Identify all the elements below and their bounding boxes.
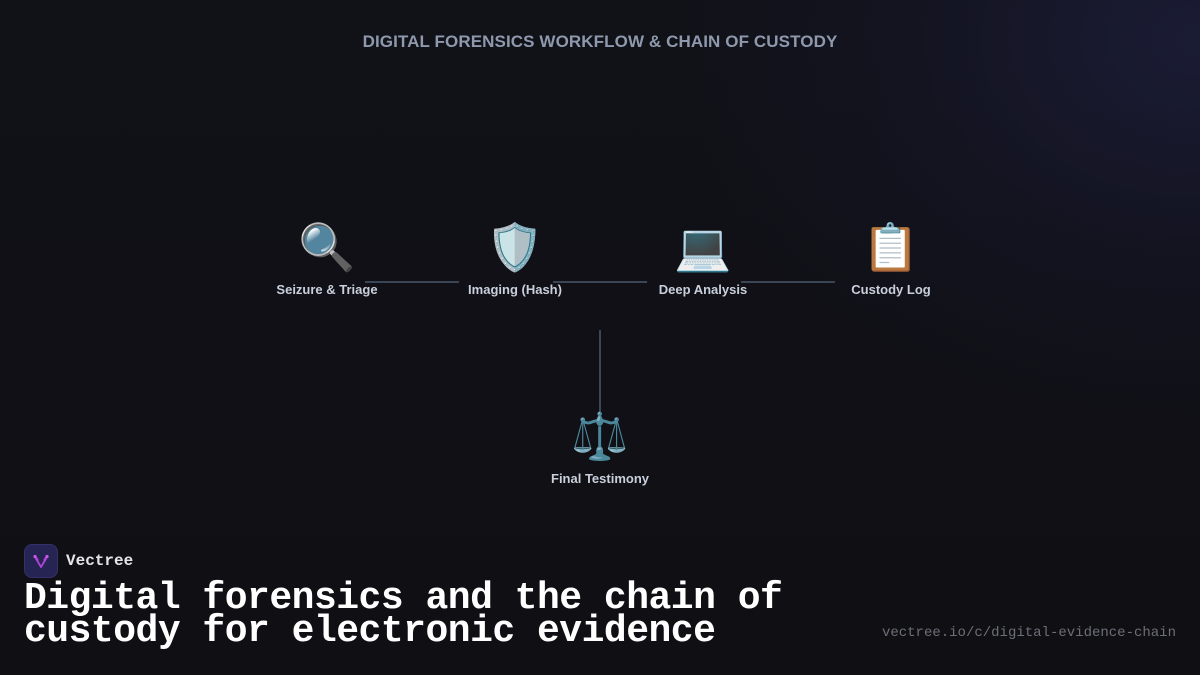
laptop-icon: 💻 <box>674 220 732 274</box>
node-seizure-triage[interactable]: 🔍 Seizure & Triage <box>262 218 392 297</box>
connector-analysis-custody <box>741 281 835 283</box>
node-custody-log[interactable]: 📋 Custody Log <box>826 218 956 297</box>
connector-to-testimony <box>599 330 601 414</box>
node-final-testimony[interactable]: ⚖️ Final Testimony <box>535 407 665 486</box>
connector-seizure-imaging <box>365 281 459 283</box>
node-label: Imaging (Hash) <box>468 282 562 297</box>
headline-line-1: Digital forensics and the chain of <box>24 577 783 620</box>
headline: Digital forensics and the chain of custo… <box>24 577 783 653</box>
node-label: Final Testimony <box>551 471 649 486</box>
node-label: Seizure & Triage <box>276 282 378 297</box>
node-imaging-hash[interactable]: 🛡️ Imaging (Hash) <box>450 218 580 297</box>
connector-imaging-analysis <box>553 281 647 283</box>
diagram-title: DIGITAL FORENSICS WORKFLOW & CHAIN OF CU… <box>362 32 838 51</box>
source-url[interactable]: vectree.io/c/digital-evidence-chain <box>881 625 1176 641</box>
node-label: Custody Log <box>851 282 931 297</box>
scales-of-justice-icon: ⚖️ <box>571 409 629 463</box>
node-deep-analysis[interactable]: 💻 Deep Analysis <box>638 218 768 297</box>
clipboard-icon: 📋 <box>862 220 920 274</box>
shield-icon: 🛡️ <box>486 220 544 274</box>
vectree-logo-icon <box>24 544 58 578</box>
magnifying-glass-icon: 🔍 <box>298 220 356 274</box>
brand: Vectree <box>24 544 133 578</box>
node-label: Deep Analysis <box>658 282 748 297</box>
headline-line-2: custody for electronic evidence <box>24 610 716 653</box>
brand-name: Vectree <box>66 552 134 570</box>
